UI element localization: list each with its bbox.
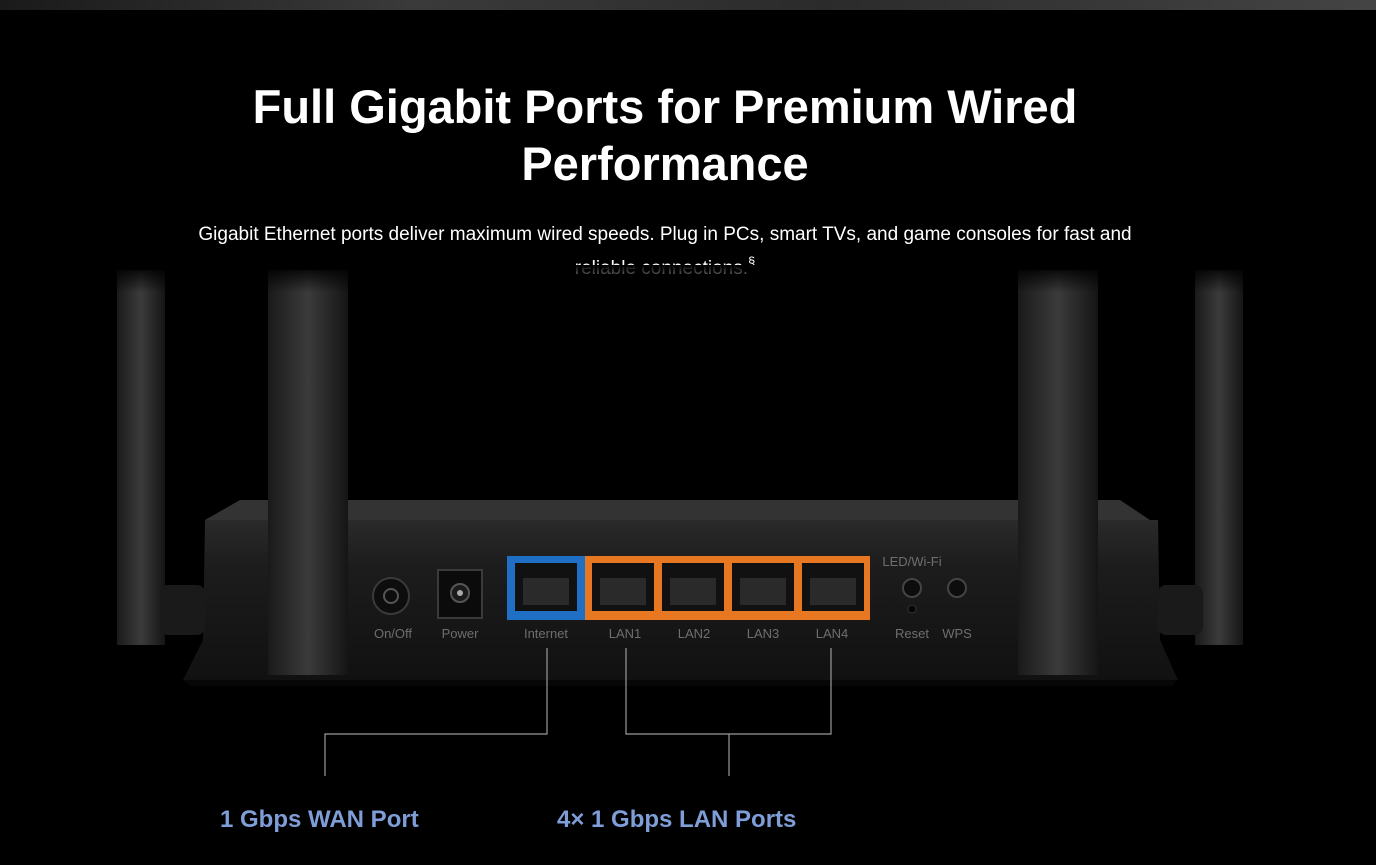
top-banner-edge [0, 0, 1376, 10]
label-lan3: LAN3 [747, 626, 780, 641]
wps-button [947, 578, 967, 598]
power-switch-icon [383, 588, 399, 604]
reset-pinhole [907, 604, 917, 614]
label-wps: WPS [942, 626, 972, 641]
hinge-right [1158, 585, 1203, 635]
power-switch [372, 577, 410, 615]
label-reset: Reset [895, 626, 929, 641]
label-led-wifi: LED/Wi-Fi [882, 554, 941, 569]
label-internet: Internet [524, 626, 568, 641]
router-top [205, 500, 1150, 520]
label-power: Power [442, 626, 480, 641]
hinge-left [160, 585, 205, 635]
lan-ports-callout: 4× 1 Gbps LAN Ports [557, 806, 797, 833]
section-headline: Full Gigabit Ports for Premium Wired Per… [252, 80, 1078, 190]
footnote-mark: § [747, 254, 756, 269]
led-wifi-button [902, 578, 922, 598]
router-base-shadow [183, 680, 1178, 686]
label-lan4: LAN4 [816, 626, 849, 641]
label-on-off: On/Off [374, 626, 412, 641]
wan-port-callout: 1 Gbps WAN Port [220, 806, 419, 833]
wan-callout-line [324, 648, 548, 776]
label-lan1: LAN1 [609, 626, 642, 641]
label-lan2: LAN2 [678, 626, 711, 641]
